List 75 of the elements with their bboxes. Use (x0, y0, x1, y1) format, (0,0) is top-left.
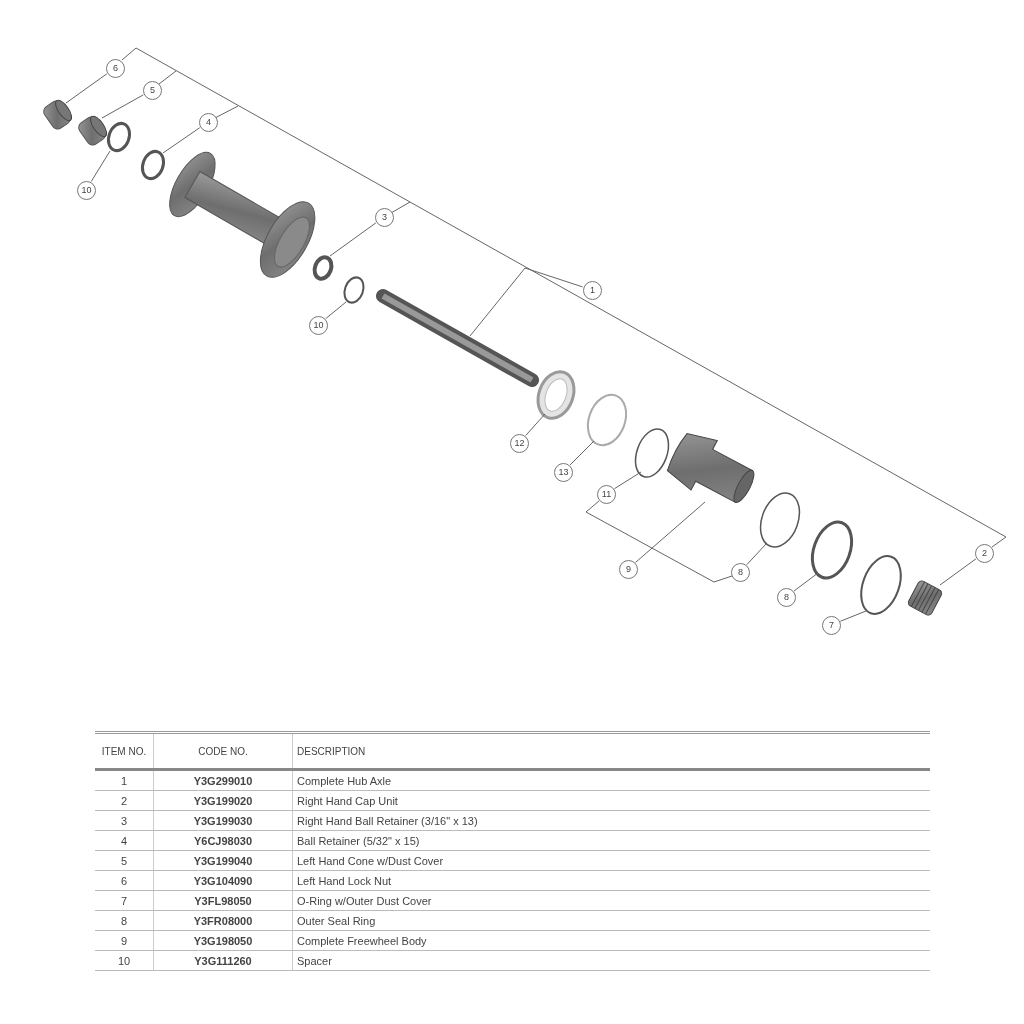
item-number: 8 (95, 910, 154, 931)
leader-line (325, 301, 347, 320)
part-code: Y6CJ98030 (153, 830, 293, 851)
ring-drawing (343, 276, 365, 304)
callout-number: 5 (143, 81, 162, 100)
ring-drawing (759, 492, 801, 548)
item-number: 10 (95, 950, 154, 971)
item-number: 7 (95, 890, 154, 911)
leader-line (162, 127, 201, 154)
ring-drawing (106, 121, 132, 153)
part-code: Y3G111260 (153, 950, 293, 971)
callout-number: 1 (583, 281, 602, 300)
leader-line (635, 501, 706, 563)
part-description: O-Ring w/Outer Dust Cover (292, 890, 930, 911)
part-code: Y3G199020 (153, 790, 293, 811)
item-number: 5 (95, 850, 154, 871)
part-description: Ball Retainer (5/32" x 15) (292, 830, 930, 851)
part-description: Spacer (292, 950, 930, 971)
callout-number: 7 (822, 616, 841, 635)
column-header: CODE NO. (153, 732, 293, 770)
part-code: Y3FR08000 (153, 910, 293, 931)
callout-number: 8 (731, 563, 750, 582)
item-number: 9 (95, 930, 154, 951)
leader-line (793, 572, 819, 592)
part-code: Y3G199030 (153, 810, 293, 831)
item-number: 4 (95, 830, 154, 851)
leader-line (329, 222, 377, 257)
callout-number: 12 (510, 434, 529, 453)
item-number: 3 (95, 810, 154, 831)
ball-retainer-drawing (536, 370, 576, 420)
part-code: Y3G198050 (153, 930, 293, 951)
part-description: Complete Freewheel Body (292, 930, 930, 951)
ring-drawing (810, 520, 854, 580)
ring-drawing (860, 555, 902, 615)
leader-line (613, 471, 642, 490)
item-number: 1 (95, 769, 154, 791)
item-number: 6 (95, 870, 154, 891)
leader-line (569, 440, 595, 466)
leader-line (525, 413, 546, 437)
leader-line (746, 543, 767, 566)
ring-drawing (634, 428, 670, 478)
axle-drawing (376, 289, 539, 387)
callout-number: 8 (777, 588, 796, 607)
part-code: Y3G104090 (153, 870, 293, 891)
part-description: Left Hand Lock Nut (292, 870, 930, 891)
leader-line (65, 73, 108, 104)
part-description: Right Hand Cap Unit (292, 790, 930, 811)
leader-line (469, 267, 583, 337)
ring-drawing (586, 393, 628, 447)
callout-number: 4 (199, 113, 218, 132)
leader-line (101, 94, 144, 119)
part-code: Y3FL98050 (153, 890, 293, 911)
part-code: Y3G199040 (153, 850, 293, 871)
part-description: Right Hand Ball Retainer (3/16" x 13) (292, 810, 930, 831)
part-description: Outer Seal Ring (292, 910, 930, 931)
callout-number: 9 (619, 560, 638, 579)
leader-line (939, 558, 977, 586)
callout-number: 11 (597, 485, 616, 504)
callout-number: 10 (309, 316, 328, 335)
callout-number: 6 (106, 59, 125, 78)
ring-drawing (312, 255, 334, 281)
leader-line (90, 150, 111, 182)
callout-number: 13 (554, 463, 573, 482)
leader-line (839, 610, 867, 622)
ring-drawing (140, 149, 166, 181)
callout-number: 2 (975, 544, 994, 563)
freehub-body-drawing (666, 433, 755, 504)
callout-number: 3 (375, 208, 394, 227)
part-code: Y3G299010 (153, 769, 293, 791)
part-description: Complete Hub Axle (292, 769, 930, 791)
part-description: Left Hand Cone w/Dust Cover (292, 850, 930, 871)
callout-number: 10 (77, 181, 96, 200)
column-header: DESCRIPTION (292, 732, 930, 770)
item-number: 2 (95, 790, 154, 811)
column-header: ITEM NO. (95, 732, 154, 770)
